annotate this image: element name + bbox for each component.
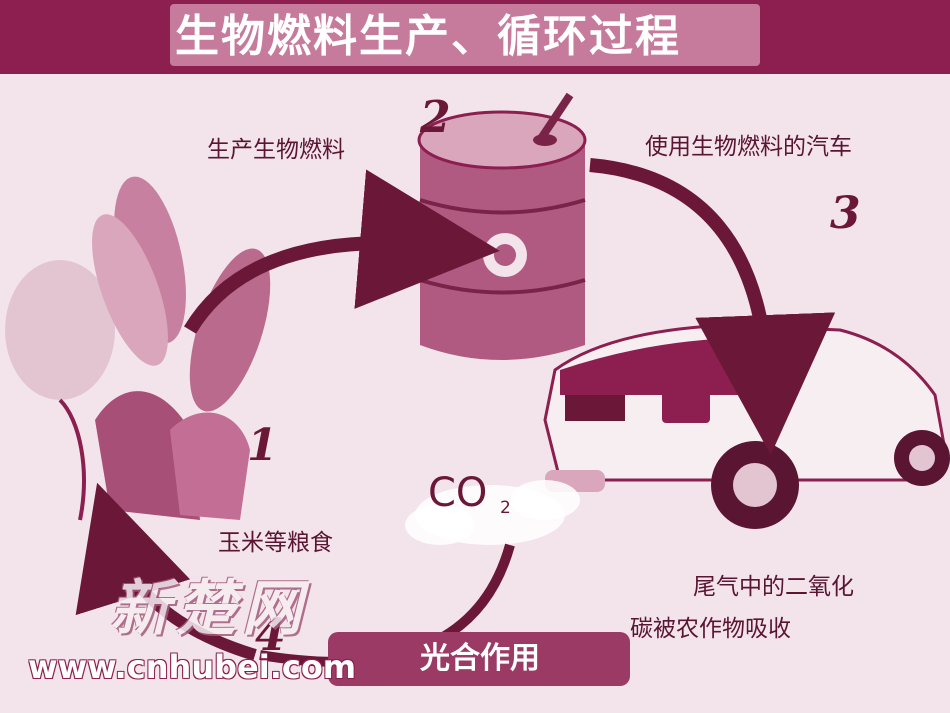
co2-label: CO bbox=[428, 470, 488, 516]
step-2-number: 2 bbox=[420, 92, 451, 143]
step-3-label: 使用生物燃料的汽车 bbox=[645, 134, 852, 160]
photosynthesis-banner bbox=[328, 632, 630, 686]
car-illustration bbox=[543, 323, 950, 529]
step-3-number: 3 bbox=[830, 188, 861, 239]
corn-illustration bbox=[5, 176, 271, 521]
step-2-label: 生产生物燃料 bbox=[207, 137, 345, 163]
diagram-title: 生物燃料生产、循环过程 bbox=[175, 11, 681, 62]
step-1-label: 玉米等粮食 bbox=[218, 530, 333, 556]
watermark-brand: 新楚网 bbox=[110, 574, 308, 644]
step-4-label-line1: 尾气中的二氧化 bbox=[693, 574, 854, 600]
photosynthesis-label: 光合作用 bbox=[420, 641, 540, 676]
watermark-site: www.cnhubei.com bbox=[28, 648, 357, 686]
step-4-label-line2: 碳被农作物吸收 bbox=[630, 616, 791, 642]
co2-subscript: 2 bbox=[500, 498, 511, 518]
exhaust-cloud bbox=[405, 480, 580, 545]
step-1-number: 1 bbox=[247, 420, 278, 471]
title-panel bbox=[170, 4, 760, 66]
step-4-number: 4 bbox=[255, 610, 286, 661]
